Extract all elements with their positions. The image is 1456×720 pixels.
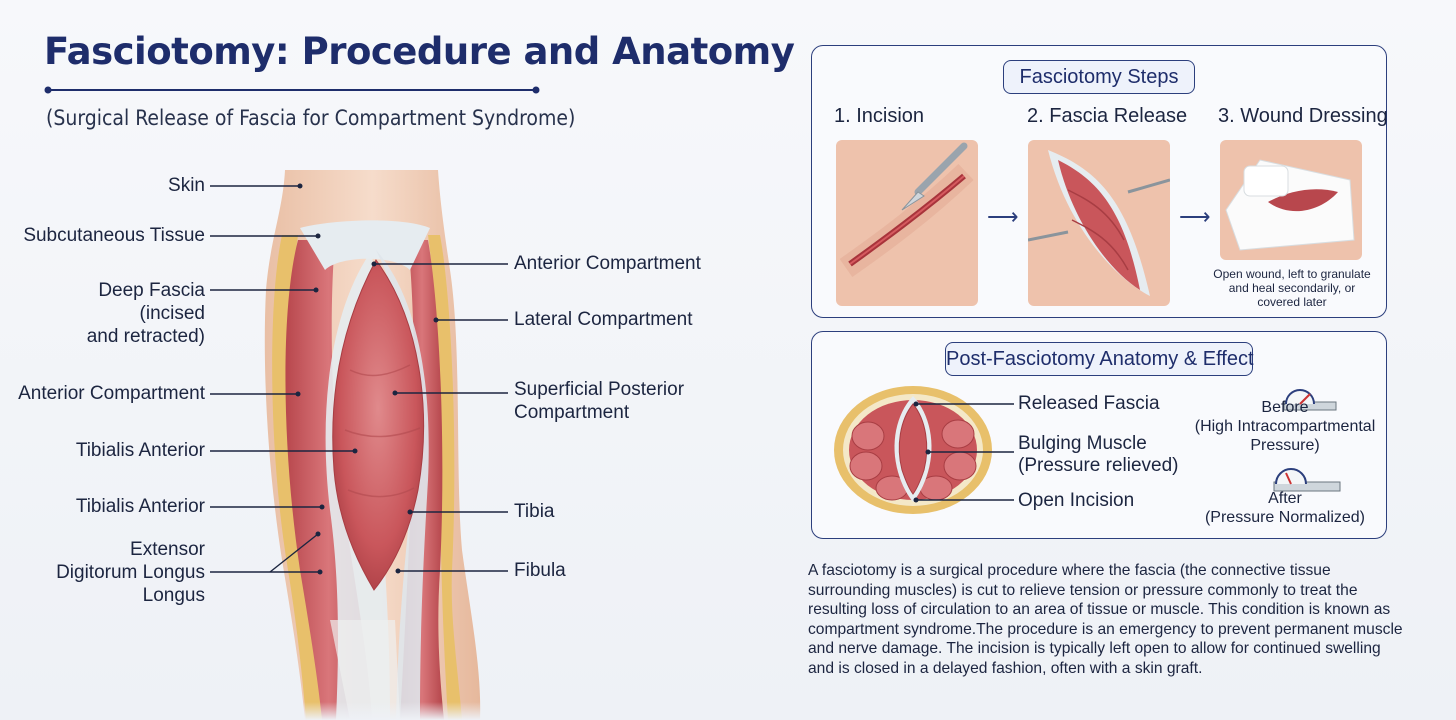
incision-illustration	[836, 140, 978, 306]
page-title: Fasciotomy: Procedure and Anatomy	[44, 30, 795, 73]
label-tibialis-anterior-2: Tibialis Anterior	[75, 496, 205, 517]
before-pressure-label: Before (High Intracompartmental Pressure…	[1194, 399, 1376, 454]
label-released-fascia: Released Fascia	[1018, 393, 1160, 414]
label-skin: Skin	[168, 175, 205, 196]
label-fibula: Fibula	[514, 560, 566, 581]
right-arrow-icon: ⟶	[987, 204, 1019, 229]
label-tibialis-anterior-1: Tibialis Anterior	[75, 440, 205, 461]
label-lateral-compartment: Lateral Compartment	[514, 309, 693, 330]
label-deep-fascia: Deep Fascia (incised and retracted)	[86, 280, 205, 347]
title-underline	[44, 86, 540, 94]
label-anterior-compartment-right: Anterior Compartment	[514, 253, 701, 274]
wound-dressing-note: Open wound, left to granulate and heal s…	[1213, 267, 1371, 309]
label-bulging-muscle: Bulging Muscle (Pressure relieved)	[1018, 433, 1179, 476]
after-pressure-label: After (Pressure Normalized)	[1204, 490, 1366, 526]
step-3-title: 3. Wound Dressing	[1218, 105, 1388, 127]
wound-dressing-illustration	[1220, 140, 1362, 260]
fascia-release-illustration	[1028, 140, 1170, 306]
step-2-title: 2. Fascia Release	[1027, 105, 1188, 127]
label-superficial-posterior-compartment: Superficial Posterior Compartment	[514, 379, 685, 423]
label-extensor-digitorum-longus: Extensor Digitorum Longus Longus	[56, 539, 205, 606]
right-arrow-icon: ⟶	[1179, 204, 1211, 229]
page-subtitle: (Surgical Release of Fascia for Compartm…	[46, 106, 576, 130]
label-subcutaneous-tissue: Subcutaneous Tissue	[23, 225, 205, 246]
label-open-incision: Open Incision	[1018, 490, 1135, 511]
leader-lines	[994, 403, 1014, 501]
cross-section-illustration	[834, 386, 994, 514]
description-paragraph: A fasciotomy is a surgical procedure whe…	[808, 562, 1403, 677]
steps-panel-header: Fasciotomy Steps	[1003, 60, 1195, 94]
post-fasciotomy-panel-header: Post-Fasciotomy Anatomy & Effect	[945, 342, 1254, 376]
pressure-gauge-icon	[1283, 389, 1337, 411]
leg-anatomy-illustration	[0, 170, 800, 720]
label-anterior-compartment-left: Anterior Compartment	[18, 383, 205, 404]
step-1-title: 1. Incision	[834, 105, 925, 127]
pressure-gauge-icon	[1273, 468, 1341, 492]
label-tibia: Tibia	[514, 501, 555, 522]
